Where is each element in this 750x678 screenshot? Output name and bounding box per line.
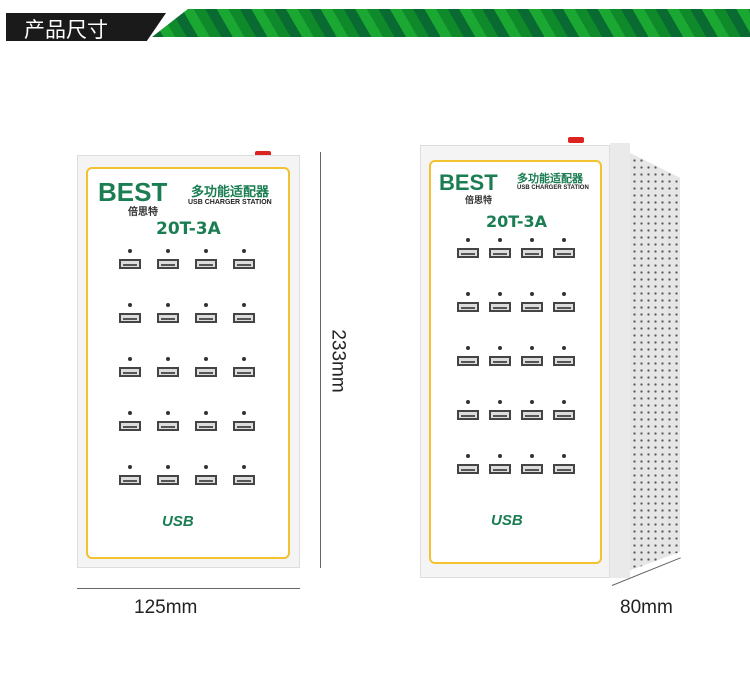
usb-port xyxy=(119,249,141,269)
usb-port xyxy=(195,411,217,431)
usb-port xyxy=(457,346,479,366)
usb-port xyxy=(195,465,217,485)
brand-logo-angle: BEST xyxy=(439,170,498,195)
usb-port xyxy=(233,465,255,485)
front-panel-angle: BEST 倍思特 多功能适配器 USB CHARGER STATION 20T-… xyxy=(429,160,602,564)
usb-port xyxy=(553,346,575,366)
width-dimension-line xyxy=(77,588,300,589)
section-title: 产品尺寸 xyxy=(24,18,108,42)
brand-logo: BEST xyxy=(98,177,168,207)
brand-cn: 倍思特 xyxy=(128,207,158,218)
usb-port xyxy=(233,303,255,323)
usb-port xyxy=(195,303,217,323)
power-switch-angle xyxy=(568,137,584,143)
usb-port xyxy=(521,238,543,258)
height-dimension-line xyxy=(320,152,321,568)
usb-port xyxy=(157,465,179,485)
product-name-en: USB CHARGER STATION xyxy=(188,199,272,206)
product-name-en-angle: USB CHARGER STATION xyxy=(517,185,589,191)
product-name-cn: 多功能适配器 xyxy=(191,184,270,199)
usb-logo: USB xyxy=(162,513,194,530)
front-view-device: BEST 倍思特 多功能适配器 USB CHARGER STATION 20T-… xyxy=(77,155,300,568)
usb-port xyxy=(233,411,255,431)
usb-port xyxy=(489,238,511,258)
usb-logo-angle: USB xyxy=(491,512,523,529)
angle-view-device: BEST 倍思特 多功能适配器 USB CHARGER STATION 20T-… xyxy=(420,145,610,578)
usb-port xyxy=(157,411,179,431)
usb-port xyxy=(553,454,575,474)
usb-port xyxy=(489,400,511,420)
brand-cn-angle: 倍思特 xyxy=(465,195,493,205)
height-label: 233mm xyxy=(327,329,349,393)
usb-port xyxy=(119,411,141,431)
usb-port xyxy=(119,357,141,377)
depth-label: 80mm xyxy=(620,597,673,618)
header-pattern-band xyxy=(152,9,750,37)
width-label: 125mm xyxy=(134,597,198,618)
usb-port xyxy=(195,249,217,269)
usb-port xyxy=(119,465,141,485)
usb-port xyxy=(157,249,179,269)
model-label-angle: 20T-3A xyxy=(486,212,547,231)
power-switch xyxy=(255,151,271,157)
usb-port xyxy=(457,400,479,420)
usb-port xyxy=(457,292,479,312)
usb-port xyxy=(553,238,575,258)
usb-port xyxy=(521,346,543,366)
section-header: 产品尺寸 xyxy=(6,13,166,41)
usb-port xyxy=(553,292,575,312)
usb-port xyxy=(119,303,141,323)
usb-port xyxy=(521,292,543,312)
usb-port xyxy=(489,346,511,366)
model-label: 20T-3A xyxy=(156,219,221,239)
usb-port xyxy=(553,400,575,420)
usb-port xyxy=(457,238,479,258)
usb-port xyxy=(489,292,511,312)
usb-port xyxy=(157,357,179,377)
usb-port xyxy=(457,454,479,474)
usb-port xyxy=(233,357,255,377)
usb-port xyxy=(489,454,511,474)
usb-port xyxy=(521,400,543,420)
usb-port xyxy=(195,357,217,377)
usb-port xyxy=(521,454,543,474)
usb-port xyxy=(233,249,255,269)
usb-port xyxy=(157,303,179,323)
front-panel: BEST 倍思特 多功能适配器 USB CHARGER STATION 20T-… xyxy=(86,167,290,559)
side-panel-edge xyxy=(610,143,630,578)
product-name-cn-angle: 多功能适配器 xyxy=(517,173,583,185)
